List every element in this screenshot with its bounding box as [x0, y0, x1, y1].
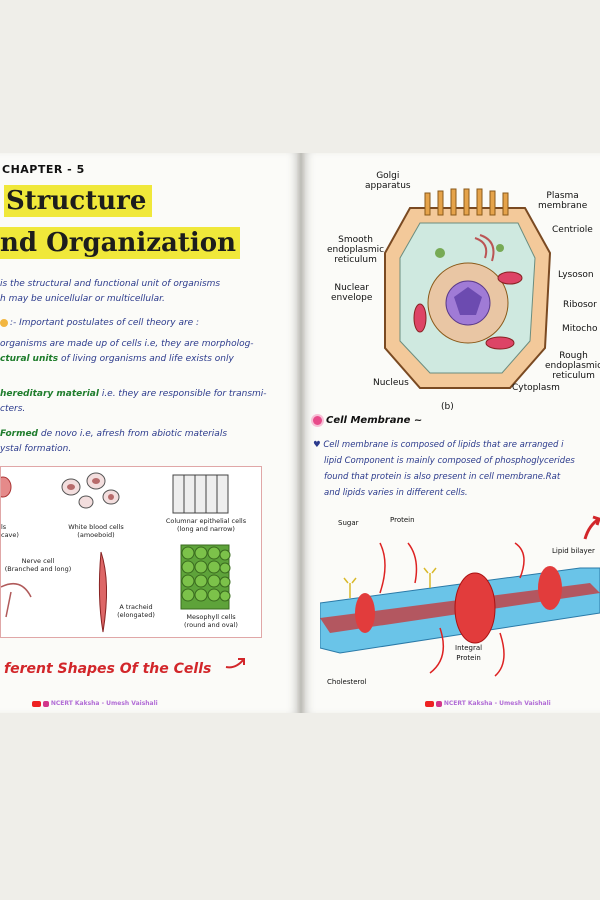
figure-tag: (b) — [441, 402, 454, 412]
postulate-3: Formed de novo i.e, afresh from abiotic … — [0, 429, 228, 454]
cell-membrane-title: Cell Membrane ~ — [313, 415, 422, 426]
label-ribosome: Ribosor — [563, 300, 597, 310]
columnar-caption: Columnar epithelial cells (long and narr… — [165, 517, 247, 533]
chapter-label: CHAPTER - 5 — [2, 163, 85, 176]
bullet-icon — [0, 318, 8, 327]
label-golgi: Golgi apparatus — [365, 171, 411, 191]
cell-shapes-illustration — [0, 472, 231, 633]
instagram-icon — [42, 700, 49, 707]
label-nucleus: Nucleus — [373, 378, 409, 388]
label-integral-protein: Integral Protein — [455, 644, 483, 662]
right-page: Golgi apparatus Plasma membrane Centriol… — [305, 153, 600, 713]
tracheid-caption: A tracheid (elongated) — [117, 603, 155, 619]
book-gutter — [297, 153, 305, 713]
label-smooth-er: Smooth endoplasmic reticulum — [327, 235, 385, 265]
label-lipid-bilayer: Lipid bilayer — [552, 547, 595, 555]
label-protein: Protein — [390, 516, 415, 524]
label-plasma-membrane: Plasma membrane — [538, 191, 588, 211]
red-arrow-icon — [583, 515, 600, 540]
label-rough-er: Rough endoplasmic reticulum — [545, 351, 600, 381]
right-footer: NCERT Kaksha - Umesh Vaishali — [425, 700, 551, 707]
animal-cell-diagram — [384, 188, 552, 389]
wbc-caption: White blood cells (amoeboid) — [68, 523, 124, 539]
label-nuclear-envelope: Nuclear envelope — [331, 283, 373, 303]
open-book: CHAPTER - 5 Structure nd Organization is… — [0, 153, 600, 713]
title-line-1: Structure — [4, 185, 153, 217]
instagram-icon — [435, 700, 442, 707]
cell-shapes-figure: ls cave) White blood cells (amoeboid) Co… — [0, 466, 262, 638]
shapes-caption: ferent Shapes Of the Cells — [4, 661, 212, 677]
columnar-cells-shape — [172, 474, 229, 514]
nerve-cell-shape — [0, 582, 32, 618]
rbc-caption: ls cave) — [1, 523, 19, 539]
postulates-heading: :- Important postulates of cell theory a… — [0, 316, 292, 331]
arrow-icon — [225, 658, 245, 669]
label-cholesterol: Cholesterol — [327, 678, 367, 686]
label-lysosome: Lysoson — [558, 270, 594, 280]
postulate-2: hereditary material i.e. they are respon… — [0, 389, 267, 414]
rbc-shape — [0, 476, 12, 498]
youtube-icon — [425, 700, 434, 707]
wbc-shape — [61, 472, 120, 509]
intro-text: is the structural and functional unit of… — [0, 279, 221, 304]
label-mitochondria: Mitocho — [562, 324, 598, 334]
left-page: CHAPTER - 5 Structure nd Organization is… — [0, 153, 297, 713]
nerve-caption: Nerve cell (Branched and long) — [4, 557, 72, 573]
tracheid-shape — [98, 551, 108, 633]
cell-membrane-text: ♥ Cell membrane is composed of lipids th… — [313, 440, 575, 498]
mesophyll-caption: Mesophyll cells (round and oval) — [184, 613, 238, 629]
youtube-icon — [32, 700, 41, 707]
label-centriole: Centriole — [552, 225, 593, 235]
label-cytoplasm: Cytoplasm — [512, 383, 560, 393]
left-footer: NCERT Kaksha - Umesh Vaishali — [32, 700, 158, 707]
title-line-2: nd Organization — [0, 227, 241, 259]
label-sugar: Sugar — [338, 519, 359, 527]
postulate-1: organisms are made up of cells i.e, they… — [0, 339, 254, 364]
pink-bullet-icon — [313, 415, 322, 425]
membrane-diagram — [320, 542, 600, 677]
mesophyll-shape — [180, 544, 231, 610]
